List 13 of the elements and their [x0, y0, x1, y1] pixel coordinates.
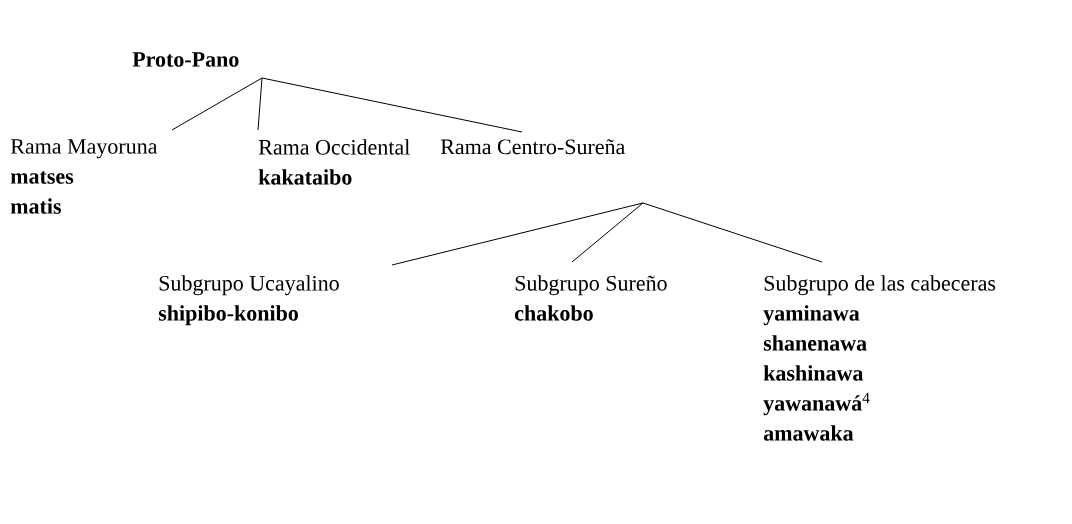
- tree-label: Rama Occidental kakataibo: [258, 139, 410, 185]
- tree-label: Rama Mayoruna matses matis: [10, 139, 158, 214]
- tree-branch: [642, 202, 823, 263]
- tree-branch: [571, 202, 644, 263]
- tree-branch: [171, 77, 263, 131]
- tree-branch: [257, 77, 263, 131]
- tree-label: Rama Centro-Sureña: [440, 139, 626, 155]
- tree-label: Subgrupo Sureño chakobo: [514, 275, 667, 321]
- tree-label: Subgrupo de las cabeceras yaminawa shanenawa kashinawa yawanawá$^{4}$ amawaka: [763, 275, 996, 441]
- tree-branch: [391, 202, 644, 266]
- tree-label: Subgrupo Ucayalino shipibo-konibo: [158, 275, 339, 326]
- tree-branch: [261, 77, 523, 133]
- tree-label: Proto-Pano: [132, 52, 239, 67]
